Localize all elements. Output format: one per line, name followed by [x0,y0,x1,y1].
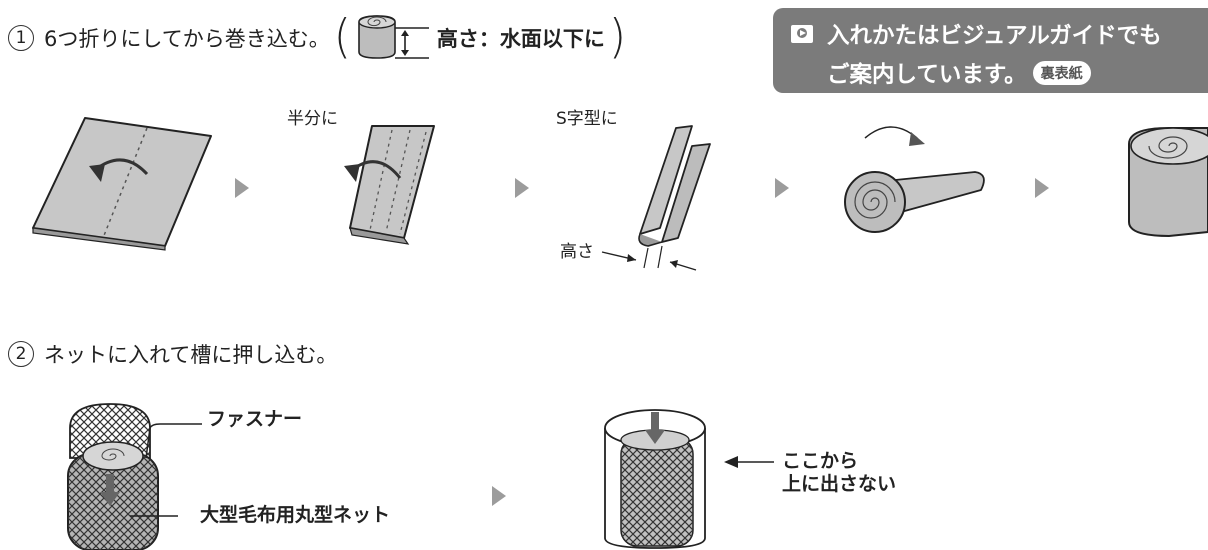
height-arrows [601,251,697,271]
label-height: 高さ [560,242,594,262]
down-arrow-icon [100,492,120,506]
roll-height-icon [358,15,429,59]
step-number-2: 2 [8,341,34,367]
step1-title: 1 6つ折りにしてから巻き込む。 ( 高さ：水面以下に ) [8,10,630,66]
arrow-right-icon [235,178,249,198]
net-bag-illustration [67,403,159,550]
paren-close: ) [608,10,627,65]
label-half: 半分に [287,109,338,129]
paren-open: ( [333,10,351,65]
flat-blanket-illustration [32,117,212,251]
arrow-right-icon [1035,178,1049,198]
step2-title: 2 ネットに入れて槽に押し込む。 [8,339,337,369]
visual-guide-banner: 入れかたはビジュアルガイドでも ご案内しています。 裏表紙 [773,8,1208,93]
rolling-illustration [844,126,985,233]
arrow-right-icon [515,178,529,198]
step1-text: 6つ折りにしてから巻き込む。 [44,27,330,51]
s-fold-illustration [638,125,711,269]
label-s-shape: S字型に [556,109,618,129]
curved-arrow-icon [909,132,925,146]
fastener-leader [145,423,202,459]
half-fold-illustration [344,125,435,245]
net-leader [130,515,178,517]
label-fastener: ファスナー [207,408,303,430]
banner-line2: ご案内しています。 [827,62,1027,88]
tub-illustration [604,409,706,549]
video-icon [791,25,813,43]
label-limit-line1: ここから [782,450,859,472]
rolled-blanket-illustration [1128,127,1208,238]
limit-arrow [724,456,774,468]
step2-text: ネットに入れて槽に押し込む。 [44,343,338,367]
label-limit-line2: 上に出さない [782,472,897,495]
height-note: 高さ：水面以下に [436,27,605,51]
label-net: 大型毛布用丸型ネット [200,504,391,526]
step-number-1: 1 [8,25,34,51]
label-limit: ここから 上に出さない [782,450,896,496]
banner-line1: 入れかたはビジュアルガイドでも [827,23,1162,49]
down-arrow-icon [645,430,665,444]
curved-arrow-icon [89,164,105,182]
back-cover-badge: 裏表紙 [1032,61,1091,85]
arrow-right-icon [775,178,789,198]
arrow-right-icon [492,486,506,506]
